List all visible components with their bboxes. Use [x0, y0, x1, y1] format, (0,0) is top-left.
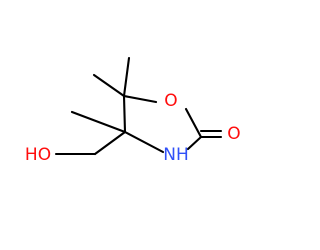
bond-n3-c4 — [123, 130, 165, 154]
molecule-structure-diagram: O O NH HO — [25, 56, 241, 165]
bond-c2-n3 — [186, 135, 203, 151]
bond-c4-ch2 — [93, 130, 127, 156]
bond-o1-c2 — [184, 107, 203, 139]
bond-c5-methyl-a — [92, 73, 126, 98]
hydroxyl-label: HO — [25, 145, 51, 165]
bond-c4-methyl — [70, 110, 127, 134]
bond-c5-o1 — [122, 94, 158, 104]
bond-c5-methyl-b — [122, 56, 131, 98]
carbonyl-oxygen-label: O — [227, 124, 240, 144]
ring-nitrogen-label: NH — [163, 145, 189, 165]
bond-c4-c5 — [122, 94, 127, 134]
ring-oxygen-label: O — [164, 91, 177, 111]
